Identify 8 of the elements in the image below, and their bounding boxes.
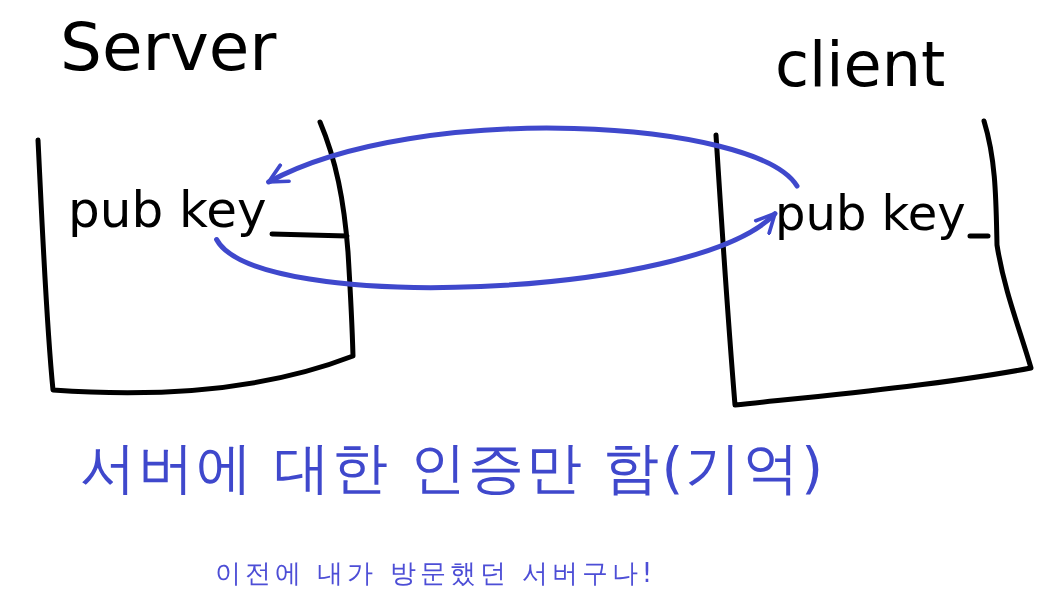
curved-arrow bbox=[266, 126, 800, 189]
note-text: 이전에 내가 방문했던 서버구나! bbox=[215, 558, 657, 590]
box-heading: client bbox=[775, 29, 946, 101]
annotation-text: 서버에 대한 인증만 함(기억) bbox=[80, 434, 826, 502]
curved-arrow bbox=[214, 211, 778, 290]
key-text: pub key bbox=[775, 186, 966, 242]
key-text: pub key bbox=[68, 182, 267, 240]
box-heading: Server bbox=[60, 10, 277, 86]
